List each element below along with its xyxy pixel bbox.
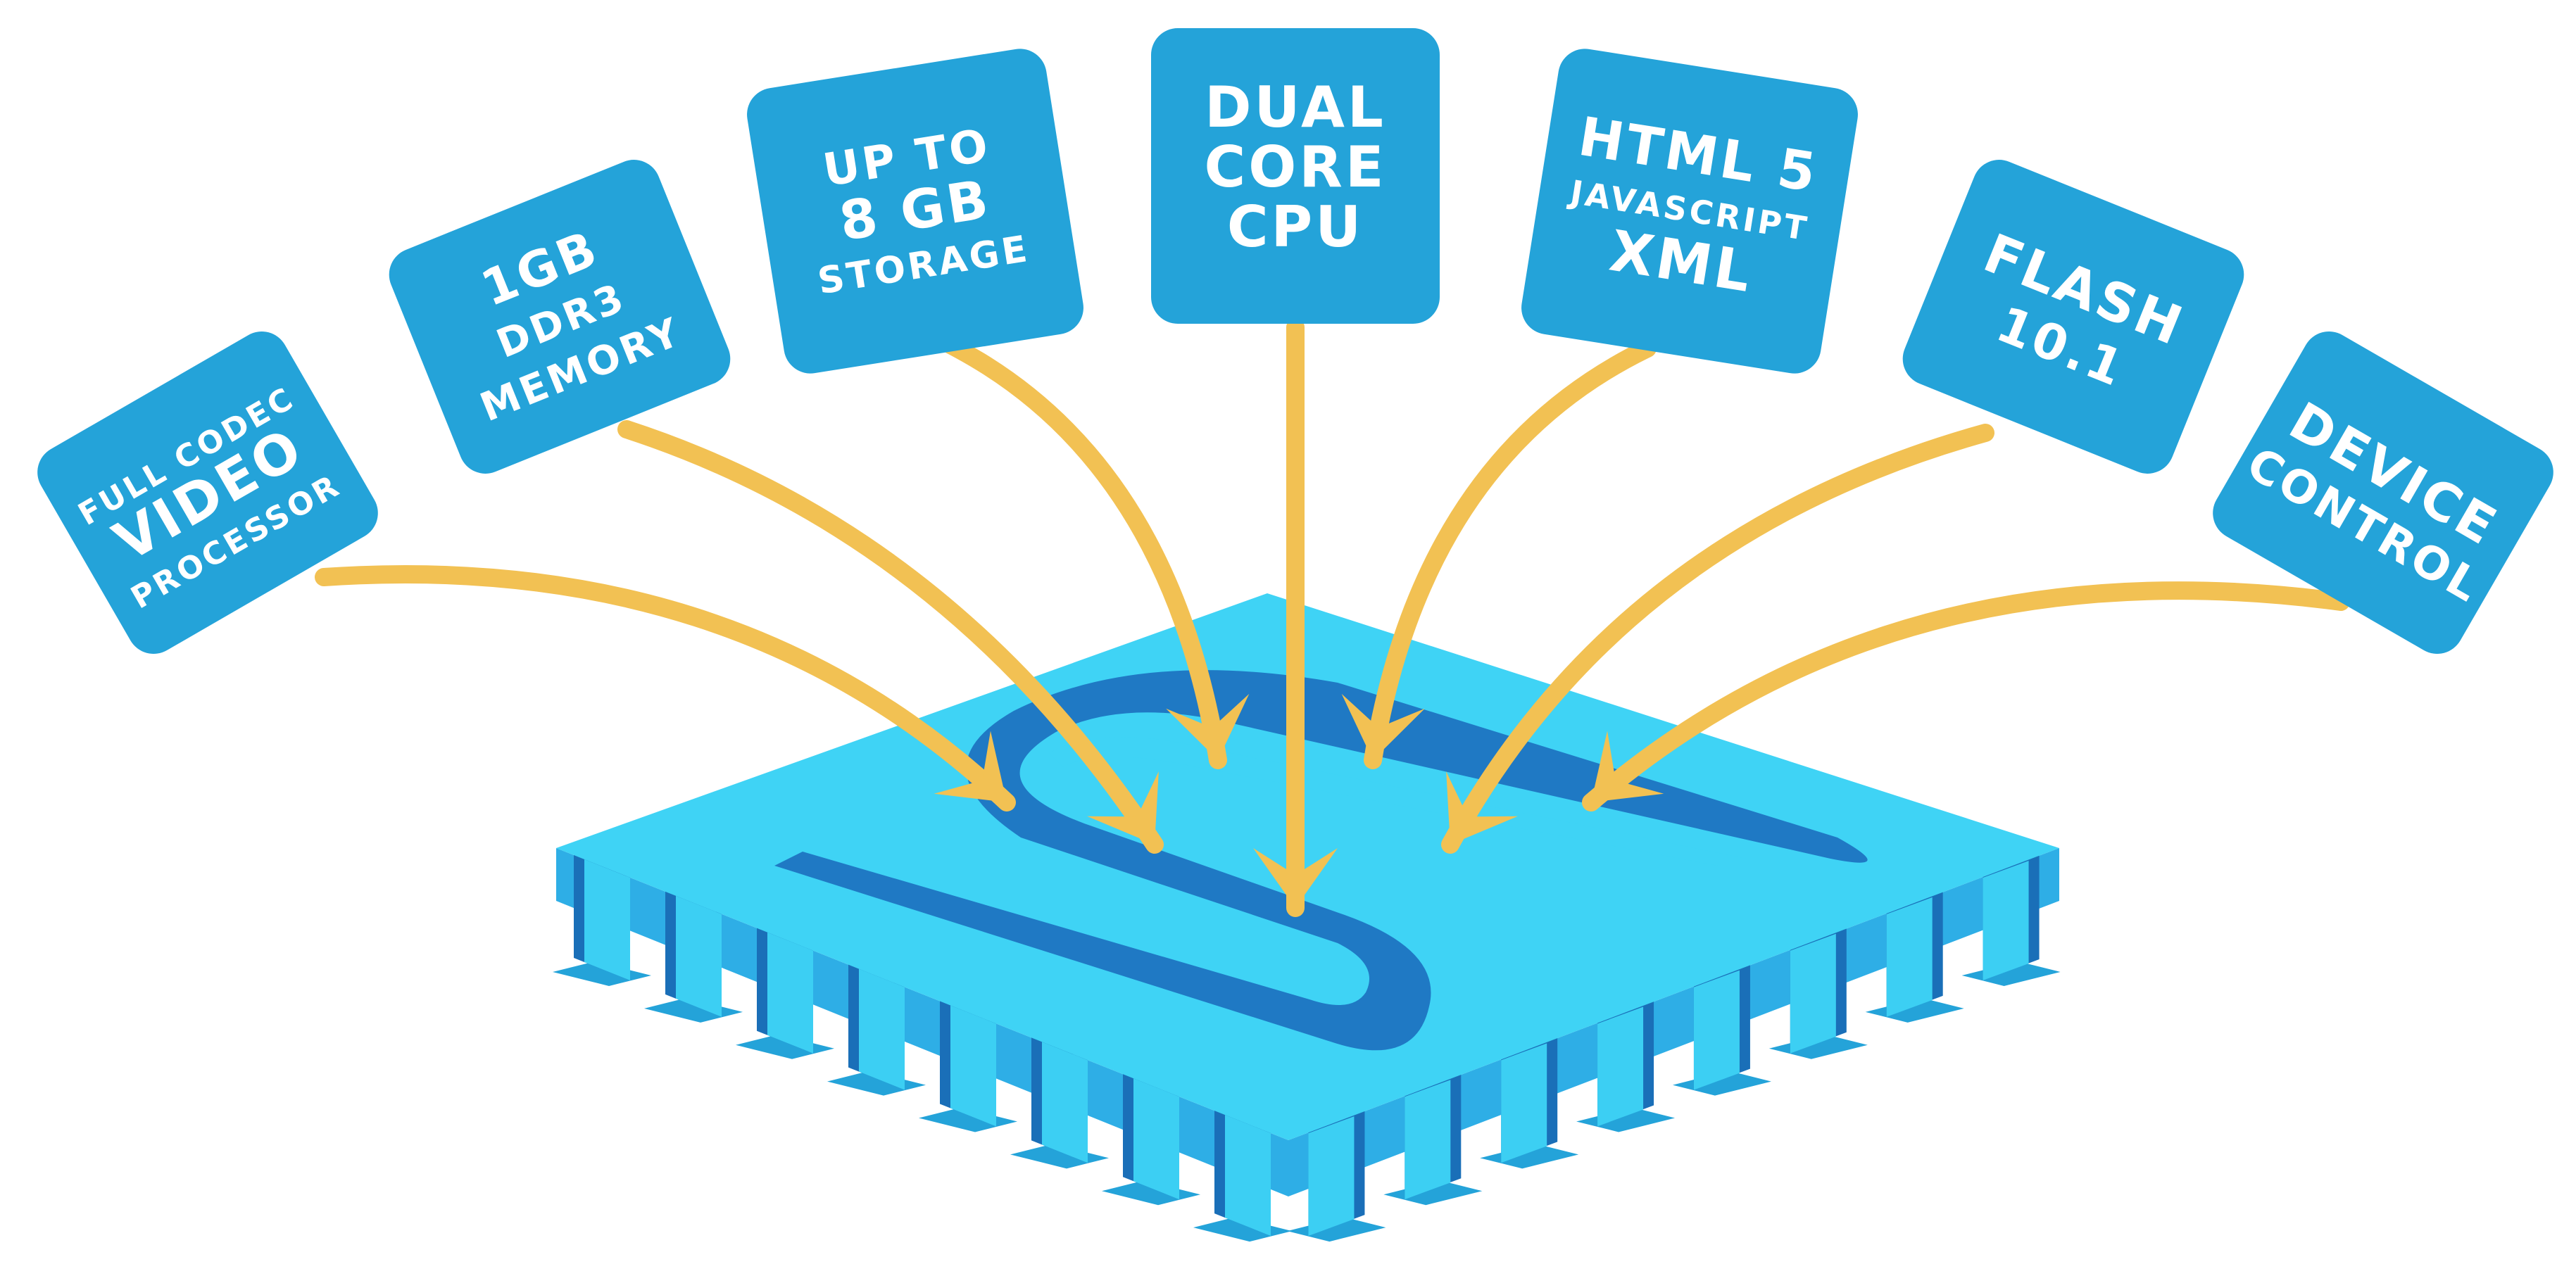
chip-pin [1597, 1006, 1644, 1127]
arrow-web-head [1341, 693, 1425, 760]
chip-pin-foot [1672, 1070, 1771, 1096]
arrow-device-head [1591, 731, 1664, 802]
chip-pin [1308, 1116, 1355, 1237]
chip-pin [676, 895, 722, 1017]
arrow-flash-head [1446, 771, 1518, 845]
chip-pin-foot [1576, 1107, 1676, 1132]
arrow-memory-head [1087, 771, 1159, 845]
chip-pin [859, 968, 905, 1090]
feature-card-flash: FLASH 10.1 [1902, 160, 2244, 474]
arrow-video-head [934, 731, 1007, 802]
feature-card-video: FULL CODEC VIDEO PROCESSOR [37, 331, 378, 654]
card-cpu-line-2: CORE [1205, 134, 1387, 200]
arrows [315, 318, 2350, 917]
chip-pin-foot [736, 1034, 834, 1059]
chip-pins-left [553, 852, 1292, 1242]
chip-pin-foot [644, 997, 743, 1023]
chip-pin [950, 1005, 996, 1127]
chip-left-side [556, 848, 1288, 1196]
chip-pin-foot [1287, 1217, 1386, 1242]
chip-pin-foot [1961, 961, 2061, 986]
chip-logo-icon [774, 670, 1868, 1051]
chip-pin [1133, 1078, 1179, 1200]
chip-pin-foot [553, 961, 651, 986]
chip [553, 593, 2061, 1242]
chip-pin-foot [1010, 1144, 1109, 1169]
arrow-memory [617, 420, 1164, 854]
arrow-storage-head [1166, 693, 1250, 760]
chip-pin-foot [1102, 1180, 1200, 1206]
arrow-cpu-head [1253, 848, 1338, 908]
chip-right-side [1288, 848, 2059, 1196]
chip-pin-foot [919, 1107, 1017, 1132]
chip-pin [1693, 970, 1740, 1090]
card-cpu-line-3: CPU [1227, 194, 1364, 260]
feature-card-cpu: DUAL CORE CPU [1151, 28, 1440, 324]
chip-pin-foot [1865, 997, 1964, 1023]
chip-pin-foot [827, 1070, 926, 1096]
chip-pin [1501, 1043, 1547, 1163]
arrow-storage [941, 336, 1227, 769]
chip-pin-foot [1480, 1144, 1579, 1169]
card-cpu-line-1: DUAL [1205, 75, 1386, 140]
chip-pin-foot [1193, 1217, 1292, 1242]
arrow-device [1582, 581, 2350, 811]
feature-card-memory: 1GB DDR3 MEMORY [389, 160, 731, 474]
feature-card-device: DEVICE CONTROL [2213, 331, 2553, 654]
chip-pin [1886, 897, 1933, 1017]
chip-pin-foot [1768, 1034, 1868, 1059]
chip-pin [584, 859, 630, 980]
chip-pin [1790, 933, 1836, 1054]
chip-pin [1405, 1080, 1451, 1200]
feature-card-web: HTML 5 JAVASCRIPT XML [1521, 49, 1858, 374]
arrow-web [1364, 339, 1657, 769]
chip-pin [1225, 1115, 1271, 1237]
chip-pin-foot [1383, 1180, 1483, 1206]
chip-pin [1042, 1042, 1088, 1163]
arrow-video [315, 565, 1016, 811]
chip-pin [767, 932, 813, 1054]
chip-pins-right [1287, 853, 2061, 1242]
feature-card-storage: UP TO 8 GB STORAGE [747, 49, 1083, 374]
chip-pin [1983, 860, 2029, 980]
arrow-flash [1441, 424, 1994, 854]
